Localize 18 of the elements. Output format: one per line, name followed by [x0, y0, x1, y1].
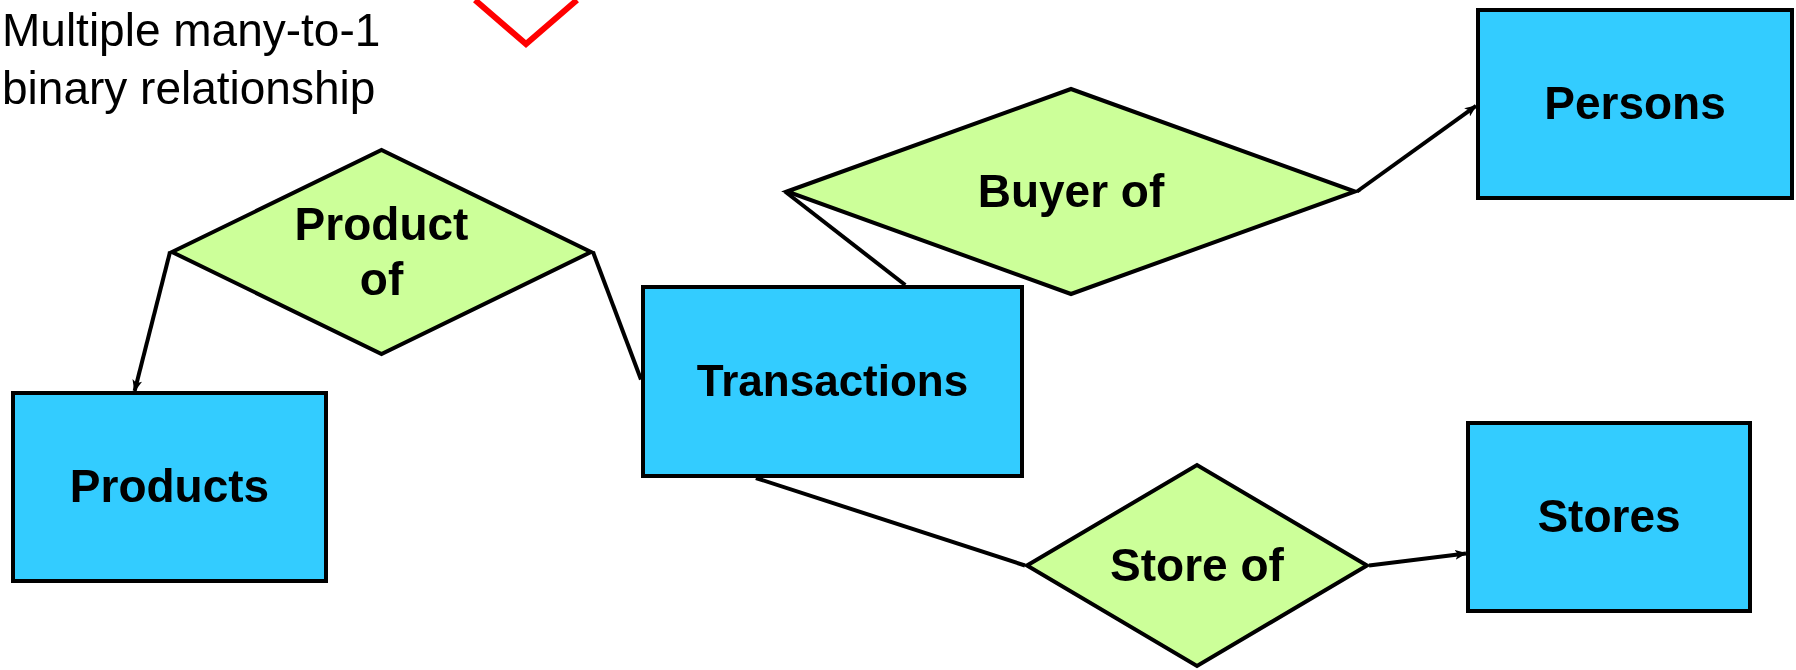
connector-line: [755, 476, 1026, 568]
entity-name: Persons: [1544, 76, 1726, 132]
entity-name: Transactions: [696, 355, 969, 408]
entity-name: Products: [69, 459, 270, 515]
entity-box: [1476, 8, 1794, 200]
relationship-name: Product of: [293, 196, 470, 307]
entity-name: Stores: [1537, 489, 1681, 545]
entity-box: [11, 391, 328, 583]
entity-box: [1466, 421, 1752, 613]
relationship-name: Store of: [1110, 537, 1284, 593]
relationship-diamond: [170, 148, 593, 356]
arrow: [132, 251, 172, 392]
connector-line: [591, 251, 643, 381]
relationship-diamond: [1025, 463, 1369, 668]
arrow: [1355, 104, 1478, 194]
arrow: [1368, 549, 1467, 568]
note-text: Multiple many-to-1 binary relationship: [2, 3, 382, 116]
entity-box: [641, 285, 1024, 478]
